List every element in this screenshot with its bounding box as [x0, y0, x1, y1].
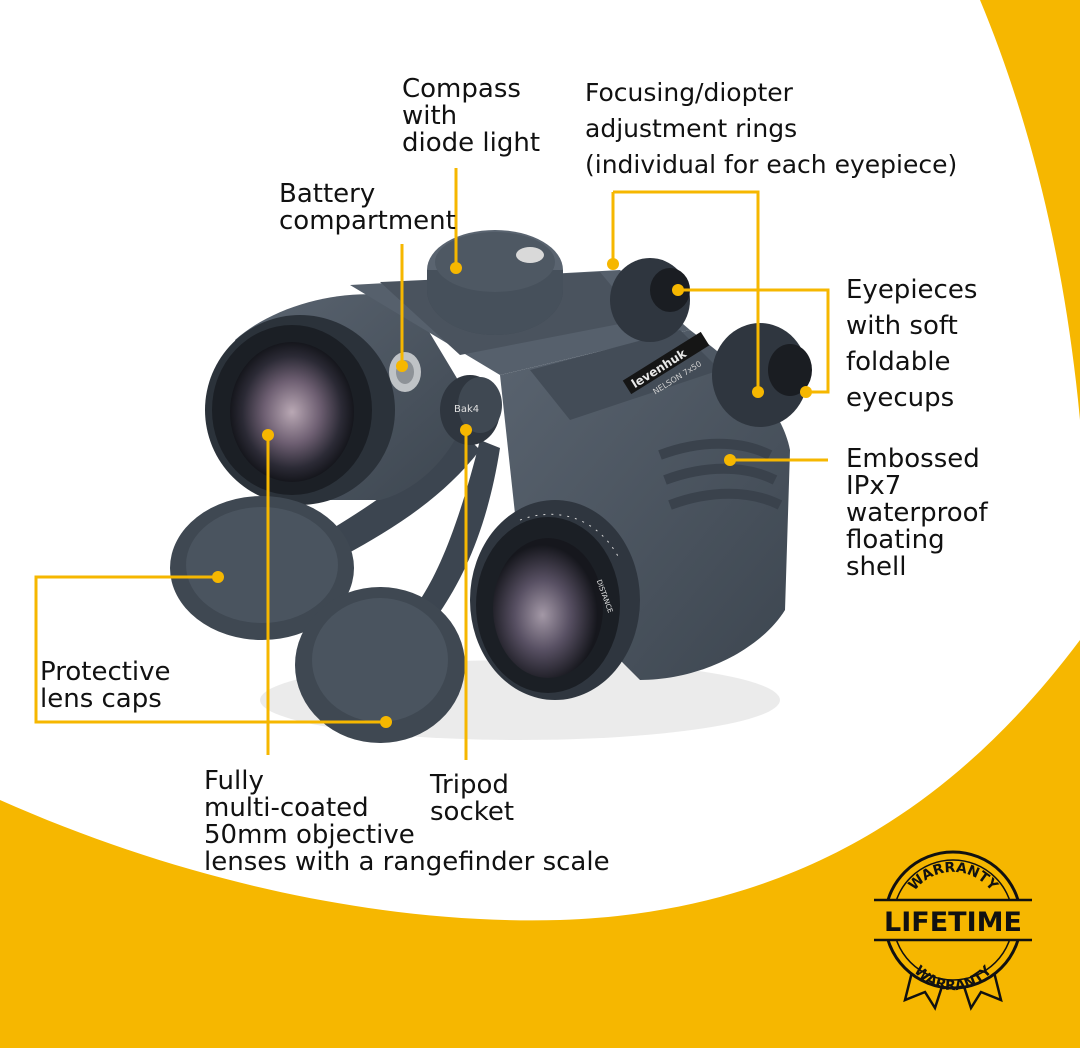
compass-light-window [516, 247, 544, 263]
left-objective-lens [230, 342, 354, 482]
tripod-callout: Tripod socket [430, 770, 515, 827]
eyepieces-callout: Eyepieces with soft foldable eyecups [846, 275, 978, 413]
shell-callout: Embossed IPx7 waterproof floating shell [846, 444, 988, 582]
cap-strap-right [420, 440, 500, 612]
callout-dots [212, 258, 812, 728]
right-objective-lens [493, 538, 603, 678]
eyecup-right [768, 344, 812, 396]
battery-callout: Battery compartment [279, 179, 456, 236]
lens-caps-callout: Protective lens caps [40, 657, 171, 714]
yellow-right-curve [980, 0, 1080, 420]
callout-lines [34, 168, 830, 760]
compass-callout: Compass with diode light [402, 74, 541, 158]
binoculars: levenhuk NELSON 7x50 Bak4 DISTANCE [170, 230, 812, 743]
badge-main-text: LIFETIME [884, 907, 1022, 938]
cap-strap-left [330, 430, 480, 555]
focusing-callout: Focusing/diopter adjustment rings (indiv… [585, 78, 958, 179]
objective-callout: Fully multi-coated 50mm objective lenses… [204, 766, 610, 877]
prism-label: Bak4 [454, 404, 479, 415]
yellow-bottom-band [0, 640, 1080, 1048]
warranty-badge: WARRANTY LIFETIME WARRANTY [874, 850, 1032, 1011]
